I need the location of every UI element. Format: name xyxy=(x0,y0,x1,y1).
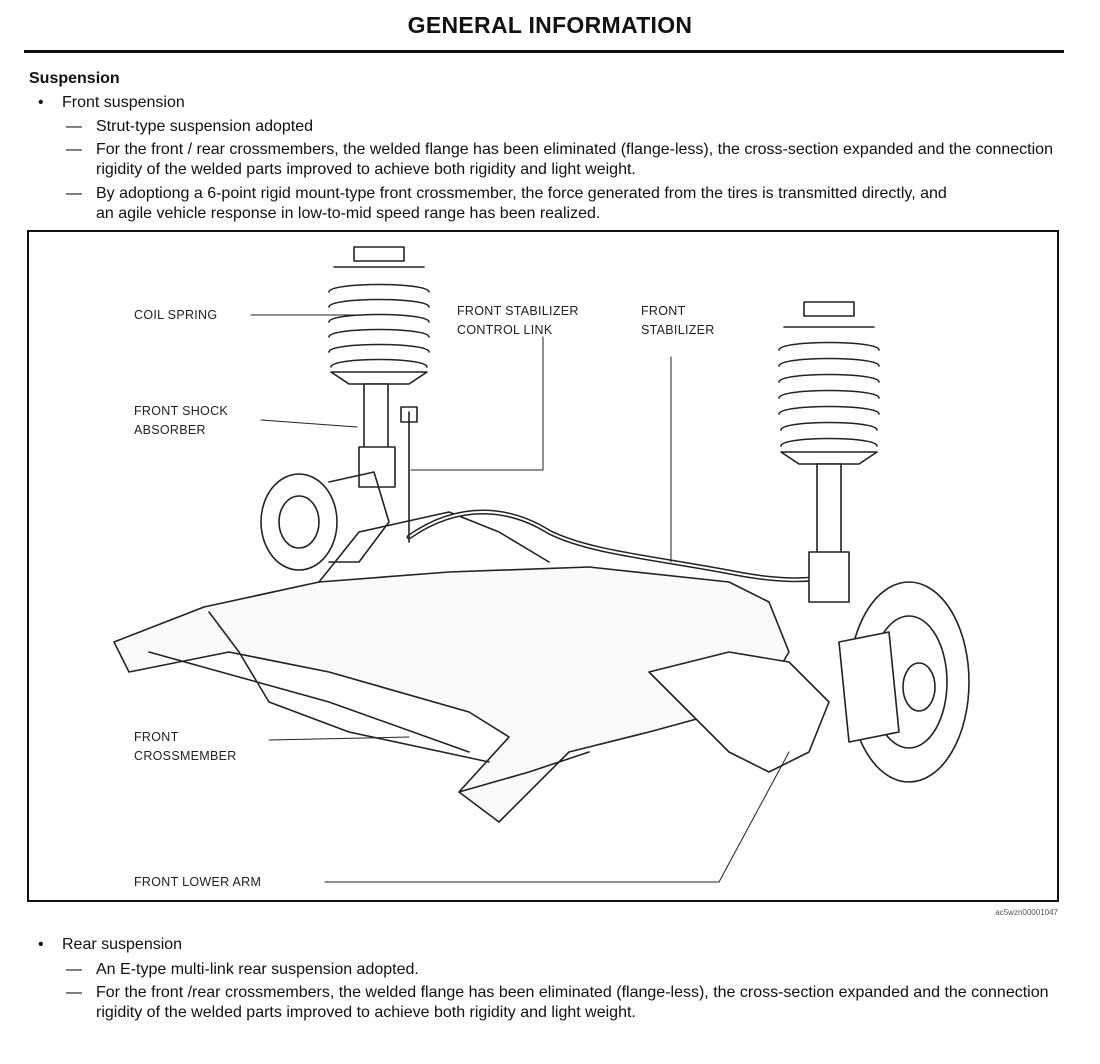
rear-item-1: — An E-type multi-link rear suspension a… xyxy=(66,960,1026,980)
link-label-line-1: FRONT STABILIZER xyxy=(457,304,579,318)
rear-item-2-text: For the front /rear crossmembers, the we… xyxy=(96,984,1049,1021)
link-label-line-2: CONTROL LINK xyxy=(457,323,553,337)
left-strut-shape xyxy=(328,246,430,488)
right-strut-shape xyxy=(778,301,880,603)
front-shock-absorber-label: FRONT SHOCK ABSORBER xyxy=(134,402,228,440)
crossmember-shape xyxy=(113,566,790,823)
shock-label-line-2: ABSORBER xyxy=(134,423,206,437)
dash-icon: — xyxy=(66,185,82,202)
shock-absorber-leader xyxy=(260,419,358,428)
dash-icon: — xyxy=(66,118,82,135)
right-brake-disc-shape xyxy=(838,581,970,783)
shock-label-line-1: FRONT SHOCK xyxy=(134,404,229,418)
front-item-3-text: By adoptiong a 6-point rigid mount-type … xyxy=(96,185,947,222)
left-hub-shape xyxy=(260,471,390,571)
lower-arm-leader xyxy=(324,751,790,883)
front-stabilizer-label: FRONT STABILIZER xyxy=(641,302,715,340)
bullet-icon: • xyxy=(38,94,44,111)
crossmember-leader xyxy=(268,736,410,741)
rear-suspension-bullet: • Rear suspension xyxy=(38,936,182,954)
front-item-1-text: Strut-type suspension adopted xyxy=(96,118,314,135)
front-item-3: — By adoptiong a 6-point rigid mount-typ… xyxy=(66,184,966,224)
dash-icon: — xyxy=(66,141,82,158)
bullet-icon: • xyxy=(38,936,44,953)
suspension-figure: COIL SPRING FRONT SHOCK ABSORBER FRONT S… xyxy=(27,230,1059,902)
front-item-2-text: For the front / rear crossmembers, the w… xyxy=(96,141,1053,178)
rear-item-2: — For the front /rear crossmembers, the … xyxy=(66,983,1066,1023)
control-link-leader xyxy=(410,336,544,471)
rear-item-1-text: An E-type multi-link rear suspension ado… xyxy=(96,961,419,978)
dash-icon: — xyxy=(66,961,82,978)
front-suspension-bullet: • Front suspension xyxy=(38,94,185,112)
figure-id: ac5wzn00001047 xyxy=(995,908,1058,917)
front-stabilizer-control-link-label: FRONT STABILIZER CONTROL LINK xyxy=(457,302,579,340)
title-rule xyxy=(24,50,1064,53)
front-crossmember-label: FRONT CROSSMEMBER xyxy=(134,728,237,766)
front-lower-arm-label: FRONT LOWER ARM xyxy=(134,875,262,889)
stabilizer-label-line-2: STABILIZER xyxy=(641,323,715,337)
coil-spring-label: COIL SPRING xyxy=(134,308,218,322)
front-item-1: — Strut-type suspension adopted xyxy=(66,117,1026,137)
page-title: GENERAL INFORMATION xyxy=(407,12,693,38)
crossmember-label-line-1: FRONT xyxy=(134,730,179,744)
suspension-drawing xyxy=(113,246,970,883)
control-link-shape xyxy=(400,406,418,543)
section-heading: Suspension xyxy=(29,70,120,87)
rear-suspension-label: Rear suspension xyxy=(62,936,183,953)
front-suspension-label: Front suspension xyxy=(62,94,185,111)
crossmember-label-line-2: CROSSMEMBER xyxy=(134,749,237,763)
front-lower-arm-shape xyxy=(648,651,830,773)
stabilizer-label-line-1: FRONT xyxy=(641,304,686,318)
dash-icon: — xyxy=(66,984,82,1001)
front-item-2: — For the front / rear crossmembers, the… xyxy=(66,140,1066,180)
